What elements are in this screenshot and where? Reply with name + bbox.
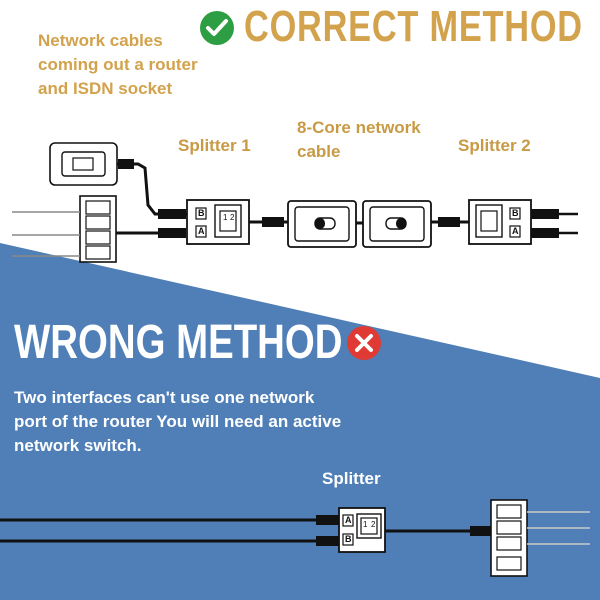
cross-circle-icon <box>347 326 381 360</box>
check-circle-icon <box>200 11 234 45</box>
splitter1-port-2: 2 <box>230 213 235 222</box>
splitter-label: Splitter <box>322 469 381 488</box>
bottom-splitter-port-b: B <box>345 534 352 544</box>
eight-core-cable-label: 8-Core network cable <box>297 118 421 161</box>
splitter2-port-a: A <box>512 226 519 236</box>
coupler-right <box>362 200 432 248</box>
splitter1-port-b: B <box>198 208 205 218</box>
splitter1-port-1: 1 <box>223 213 228 222</box>
bottom-splitter-port-a: A <box>345 515 352 525</box>
network-cables-note: Network cables coming out a router and I… <box>38 31 198 98</box>
router-port-block <box>12 195 117 263</box>
correct-diagram <box>12 142 578 263</box>
splitter-2-label: Splitter 2 <box>458 136 531 155</box>
splitter2-port-b: B <box>512 208 519 218</box>
splitter-1-device <box>186 199 250 245</box>
wrong-method-note: Two interfaces can't use one network por… <box>14 388 342 455</box>
correct-method-title: CORRECT METHOD <box>244 2 583 51</box>
blue-panel <box>0 243 600 600</box>
router-port-block-bottom <box>490 499 590 577</box>
wrong-method-title: WRONG METHOD <box>14 316 343 369</box>
bottom-splitter-port-1: 1 <box>363 520 368 529</box>
coupler-left <box>287 200 357 248</box>
splitter1-port-a: A <box>198 226 205 236</box>
wall-socket-icon <box>49 142 118 186</box>
splitter-2-device <box>468 199 532 245</box>
splitter-1-label: Splitter 1 <box>178 136 251 155</box>
bottom-splitter-port-2: 2 <box>371 520 376 529</box>
